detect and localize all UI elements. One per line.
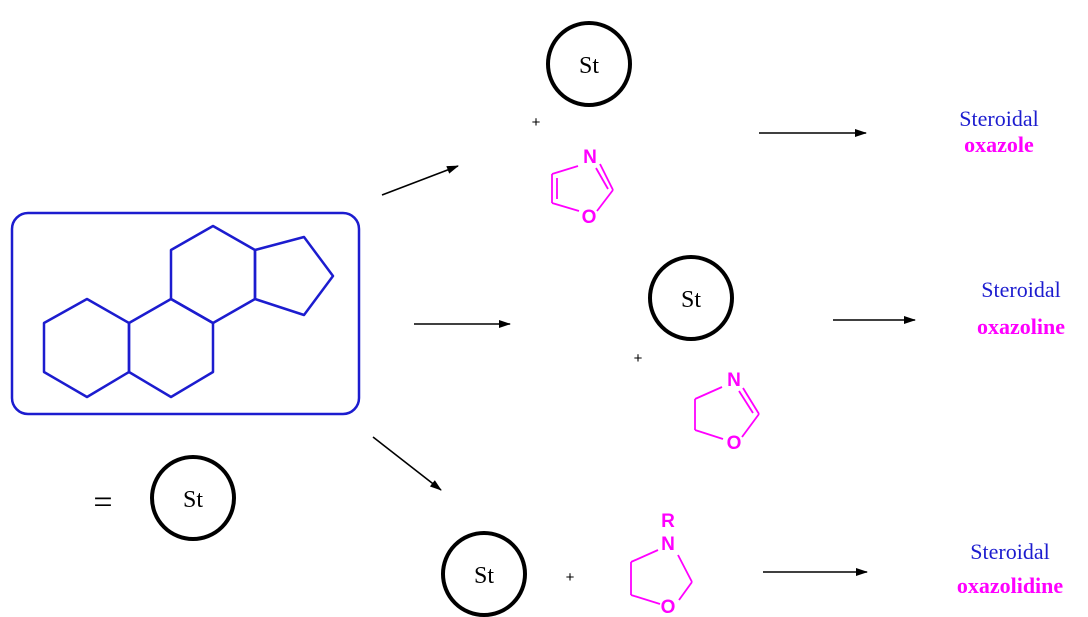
steroid-box (10, 211, 361, 416)
ring-c (169, 224, 257, 325)
ring-a (42, 297, 131, 399)
oxazolidine-n-atom: N (661, 534, 675, 555)
product-oxazoline-line1: Steroidal (981, 277, 1060, 302)
plus-oxazolidine: + (566, 569, 575, 586)
oxazoline-ring (694, 386, 760, 440)
product-oxazolidine-line2: oxazolidine (957, 573, 1064, 598)
ring-d (253, 235, 335, 317)
equals-sign: = (93, 484, 112, 521)
st-circle-oxazolidine (441, 531, 527, 617)
st-circle-oxazoline (648, 255, 734, 341)
oxazoline-n-atom: N (727, 370, 741, 391)
st-label-oxazolidine: St (474, 563, 494, 589)
oxazolidine-ring (630, 549, 693, 605)
oxazole-ring (551, 163, 614, 212)
arrow-to-oxazole (381, 165, 459, 196)
product-oxazolidine-line1: Steroidal (970, 539, 1049, 564)
oxazoline-o-atom: O (727, 433, 742, 454)
st-label-oxazole: St (579, 53, 599, 79)
st-label-oxazoline: St (681, 287, 701, 313)
oxazolidine-r-substituent: R (661, 511, 675, 532)
plus-oxazole: + (532, 114, 541, 131)
product-oxazole-line2: oxazole (964, 132, 1034, 157)
oxazole-n-atom: N (583, 147, 597, 168)
plus-oxazoline: + (634, 350, 643, 367)
product-oxazole-line1: Steroidal (959, 106, 1038, 131)
product-oxazoline-line2: oxazoline (977, 314, 1065, 339)
arrow-to-oxazolidine (372, 436, 442, 491)
st-circle-legend (150, 455, 236, 541)
steroid-skeleton (42, 224, 335, 399)
ring-b (127, 297, 215, 399)
st-circle-oxazole (546, 21, 632, 107)
st-label-legend: St (183, 487, 203, 513)
oxazolidine-o-atom: O (661, 597, 676, 617)
oxazole-o-atom: O (582, 207, 597, 228)
